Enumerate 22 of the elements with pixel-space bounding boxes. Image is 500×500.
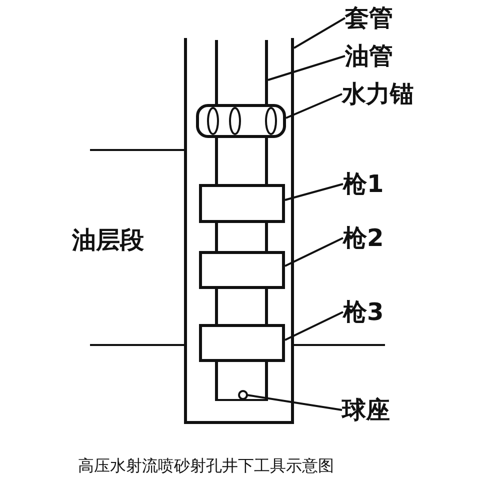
- part-label: 枪1: [343, 170, 384, 198]
- leader-line: [268, 55, 346, 81]
- leader-line: [284, 311, 344, 341]
- part-label: 水力锚: [342, 80, 414, 108]
- caption: 高压水射流喷砂射孔井下工具示意图: [78, 456, 334, 477]
- leader-line: [286, 93, 342, 119]
- part-label: 枪3: [343, 298, 384, 326]
- zone-label: 油层段: [72, 226, 144, 254]
- part-label: 球座: [342, 396, 390, 424]
- perforating-gun: [199, 184, 285, 223]
- part-label: 枪2: [343, 224, 384, 252]
- leader-line: [246, 394, 342, 411]
- part-label: 油管: [345, 42, 393, 70]
- casing-pipe: [184, 38, 294, 424]
- perforating-gun: [199, 251, 285, 289]
- ball-seat-circle: [238, 390, 248, 400]
- hydraulic-anchor: [196, 104, 286, 138]
- part-label: 套管: [345, 4, 393, 32]
- perforating-gun: [199, 324, 285, 362]
- leader-line: [284, 183, 344, 201]
- leader-line: [284, 237, 344, 267]
- leader-line: [294, 17, 346, 49]
